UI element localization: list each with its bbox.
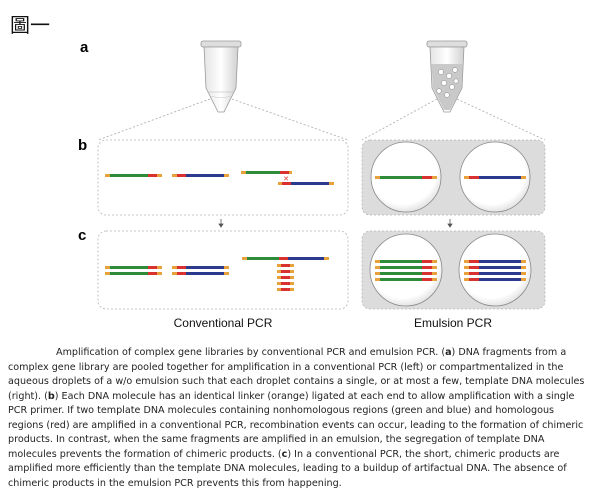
caption-part: ) Each DNA molecule has an identical lin… [8, 390, 584, 460]
caption-letter-b: b [47, 390, 55, 402]
caption-letter-a: a [445, 347, 452, 358]
panel-b-emulsion [361, 139, 546, 216]
caption-part: Amplification of complex gene libraries … [56, 347, 446, 358]
template-strand-blue [172, 174, 229, 177]
template-strand-blue [464, 176, 526, 179]
template-strand-green [105, 174, 162, 177]
caption-letter-c: c [281, 448, 288, 460]
droplet [458, 233, 532, 307]
projection-lines [97, 98, 546, 141]
amplified-green-products [375, 260, 437, 281]
panel-c-conventional [97, 230, 349, 310]
crossover-mark-icon: ✕ [283, 175, 289, 183]
amplified-blue-products [172, 266, 229, 275]
figure-title: 圖一 [10, 13, 50, 37]
emulsion-pcr-label: Emulsion PCR [414, 316, 492, 330]
figure-caption: Amplification of complex gene libraries … [8, 346, 592, 491]
amplified-blue-products [464, 260, 526, 281]
droplet [369, 233, 443, 307]
caption-part: ) In a conventional PCR, the short, chim… [8, 448, 567, 489]
recombination-event: ✕ [241, 171, 334, 185]
down-arrow-icon [218, 219, 224, 228]
artifactual-chimeric-products [242, 257, 329, 291]
panel-label-a: a [80, 39, 89, 56]
caption-part: ) DNA fragments from a complex gene libr… [8, 347, 585, 402]
panel-c-emulsion [361, 230, 546, 310]
panel-b-conventional: ✕ [97, 139, 349, 216]
conventional-pcr-label: Conventional PCR [174, 316, 273, 330]
emulsion-droplets-icon [436, 67, 459, 98]
amplified-green-products [105, 266, 162, 275]
conventional-pcr-tube [200, 40, 242, 113]
panel-label-b: b [78, 137, 87, 154]
down-arrow-icon [447, 219, 453, 228]
emulsion-pcr-tube [426, 40, 468, 113]
panel-label-c: c [78, 227, 86, 244]
pcr-diagram: 圖一 a b c [10, 13, 546, 330]
template-strand-green [375, 176, 437, 179]
